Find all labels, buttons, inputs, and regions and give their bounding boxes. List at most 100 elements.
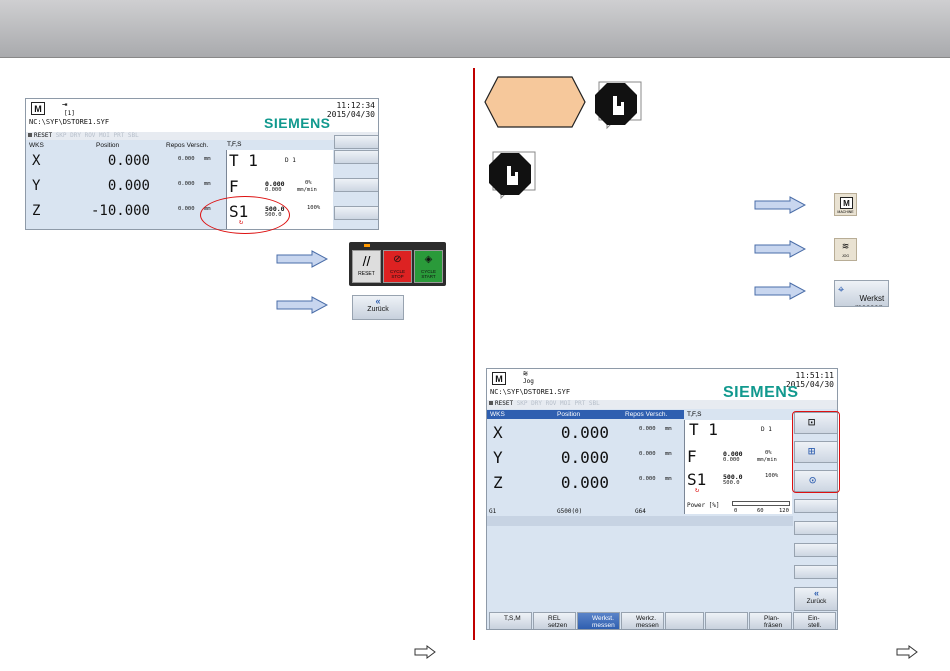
tfs-header: T,F,S <box>687 411 702 418</box>
mode-label: Jog <box>523 378 534 385</box>
spindle-highlight-ellipse <box>200 196 290 234</box>
horizontal-softkey-6[interactable] <box>705 612 748 629</box>
zurueck-button[interactable]: «Zurück <box>352 295 404 320</box>
axis-position: -10.000 <box>90 203 150 219</box>
program-path: NC:\SYF\DSTORE1.SYF <box>29 118 110 126</box>
feed-set: 0.000 <box>265 187 282 193</box>
axis-unit: mm <box>665 426 672 432</box>
arrow-right-icon <box>276 250 328 268</box>
slide-title-bar <box>0 0 950 58</box>
jog-key-button[interactable]: ≋ JOG <box>834 238 857 261</box>
horizontal-softkey-4[interactable]: Werkz. messen <box>621 612 664 629</box>
axis-repos: 0.000 <box>639 451 656 457</box>
stop-icon: ⊘ <box>393 254 402 265</box>
channel-label: [1] <box>64 110 75 117</box>
softkey-highlight-box <box>792 411 840 493</box>
power-tick-120: 120 <box>779 508 789 514</box>
feed-unit: mm/min <box>757 457 777 463</box>
softkey-v2[interactable] <box>334 150 378 164</box>
feed-percent: 0% <box>305 180 312 186</box>
axis-repos: 0.000 <box>178 181 195 187</box>
double-chevron-left-icon: « <box>375 296 381 306</box>
horizontal-softkey-3[interactable]: Werkst. messen <box>577 612 620 629</box>
softkey-hole-probe[interactable]: ⊙ <box>794 470 837 492</box>
feed-set: 0.000 <box>723 457 740 463</box>
softkey-v4[interactable] <box>334 206 378 220</box>
softkey-v5[interactable] <box>794 521 837 535</box>
arrow-right-icon <box>276 296 328 314</box>
horizontal-softkey-5[interactable] <box>665 612 704 629</box>
werkst-messen-button[interactable]: ⌖Werkst messen <box>834 280 889 307</box>
horizontal-softkey-8[interactable]: Ein- stell. <box>793 612 836 629</box>
d-label: D 1 <box>761 426 772 433</box>
attention-hand-icon <box>489 151 536 200</box>
zurueck-softkey[interactable]: «Zurück <box>794 587 837 611</box>
column-divider <box>473 68 475 640</box>
arrow-to-line-icon: ⇥ <box>62 100 68 110</box>
horizontal-softkey-2[interactable]: REL setzen <box>533 612 576 629</box>
reset-button[interactable]: //RESET <box>352 250 381 283</box>
softkey-v1[interactable] <box>334 135 378 149</box>
spindle-rotation-icon: ↻ <box>695 486 700 494</box>
cycle-start-button[interactable]: ◈CYCLE START <box>414 250 443 283</box>
status-line: RESET SKP DRY ROV MOI PRT SBL <box>487 400 837 409</box>
siemens-logo: SIEMENS <box>264 115 331 131</box>
workpiece-measure-icon: ⌖ <box>838 284 845 296</box>
machine-icon: M <box>31 102 45 115</box>
gcode-3: G64 <box>635 508 646 515</box>
axis-position: 0.000 <box>560 448 609 467</box>
power-tick-60: 60 <box>757 508 764 514</box>
next-arrow-icon[interactable] <box>414 645 436 659</box>
message-line <box>487 516 793 526</box>
softkey-v4[interactable] <box>794 499 837 513</box>
axis-unit: mm <box>665 451 672 457</box>
next-arrow-icon[interactable] <box>896 645 918 659</box>
axis-position: 0.000 <box>107 178 150 194</box>
axis-label: Z <box>32 203 41 219</box>
circle-probe-icon: ⊙ <box>809 473 817 487</box>
arrow-right-icon <box>754 196 806 214</box>
attention-hand-icon <box>595 81 642 130</box>
axis-repos: 0.000 <box>639 426 656 432</box>
spindle-percent: 100% <box>765 473 779 479</box>
axis-unit: mm <box>204 156 211 162</box>
feed-value: 0.000 <box>723 450 743 458</box>
softkey-v3[interactable] <box>334 178 378 192</box>
feed-percent: 0% <box>765 450 772 456</box>
horizontal-softkey-1[interactable]: T,S,M <box>489 612 532 629</box>
softkey-v6[interactable] <box>794 543 837 557</box>
axis-label: X <box>32 153 41 169</box>
machine-key-button[interactable]: M MACHINE <box>834 193 857 216</box>
softkey-corner-probe[interactable]: ⊞ <box>794 441 837 463</box>
spindle-set: 500.0 <box>723 480 740 486</box>
arrow-right-icon <box>754 240 806 258</box>
axis-label: Y <box>493 448 503 467</box>
jog-icon: ≋ <box>523 369 528 378</box>
axis-repos: 0.000 <box>639 476 656 482</box>
softkey-v7[interactable] <box>794 565 837 579</box>
spindle-percent: 100% <box>307 205 321 211</box>
tool-label: T 1 <box>689 420 718 439</box>
cycle-stop-button[interactable]: ⊘CYCLE STOP <box>383 250 412 283</box>
feed-unit: mm/min <box>297 187 317 193</box>
tool-label: T 1 <box>229 151 258 170</box>
axis-unit: mm <box>665 476 672 482</box>
axis-label: X <box>493 423 503 442</box>
axis-position: 0.000 <box>560 473 609 492</box>
siemens-logo: SIEMENS <box>723 384 799 401</box>
cycle-control-panel: //RESET ⊘CYCLE STOP ◈CYCLE START <box>349 242 446 286</box>
power-tick-0: 0 <box>734 508 738 514</box>
horizontal-softkey-7[interactable]: Plan- fräsen <box>749 612 792 629</box>
feed-label: F <box>229 177 239 196</box>
softkey-edge-probe[interactable]: ⊡ <box>794 412 837 434</box>
content-area <box>487 526 793 614</box>
reset-icon: // <box>362 253 371 269</box>
status-line: RESET SKP DRY ROV MOI PRT SBL <box>26 132 378 140</box>
